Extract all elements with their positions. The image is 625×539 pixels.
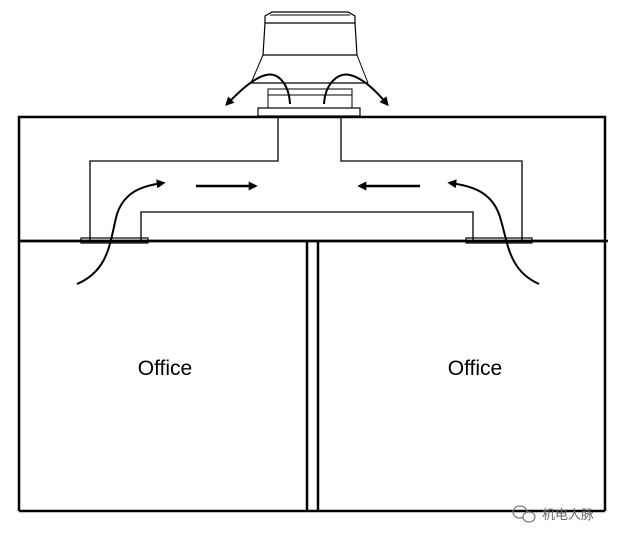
roof-exhaust-fan-icon — [250, 11, 369, 117]
ceiling-plenum — [17, 115, 607, 243]
airflow-arrow-right-intake — [447, 179, 540, 285]
watermark-text: 机电人脉 — [542, 508, 594, 523]
airflow-arrow-left-intake — [76, 179, 166, 285]
exhaust-duct — [89, 117, 523, 240]
room-label-right: Office — [448, 357, 502, 380]
airflow-arrow-fan-discharge-left — [225, 73, 291, 106]
airflow-arrow-fan-discharge-right — [323, 73, 389, 107]
room-label-left: Office — [138, 357, 192, 380]
watermark: 机电人脉 — [512, 505, 594, 523]
ceiling-grille-right — [465, 237, 533, 244]
wechat-icon — [512, 505, 536, 523]
ceiling-grille-left — [80, 237, 149, 244]
